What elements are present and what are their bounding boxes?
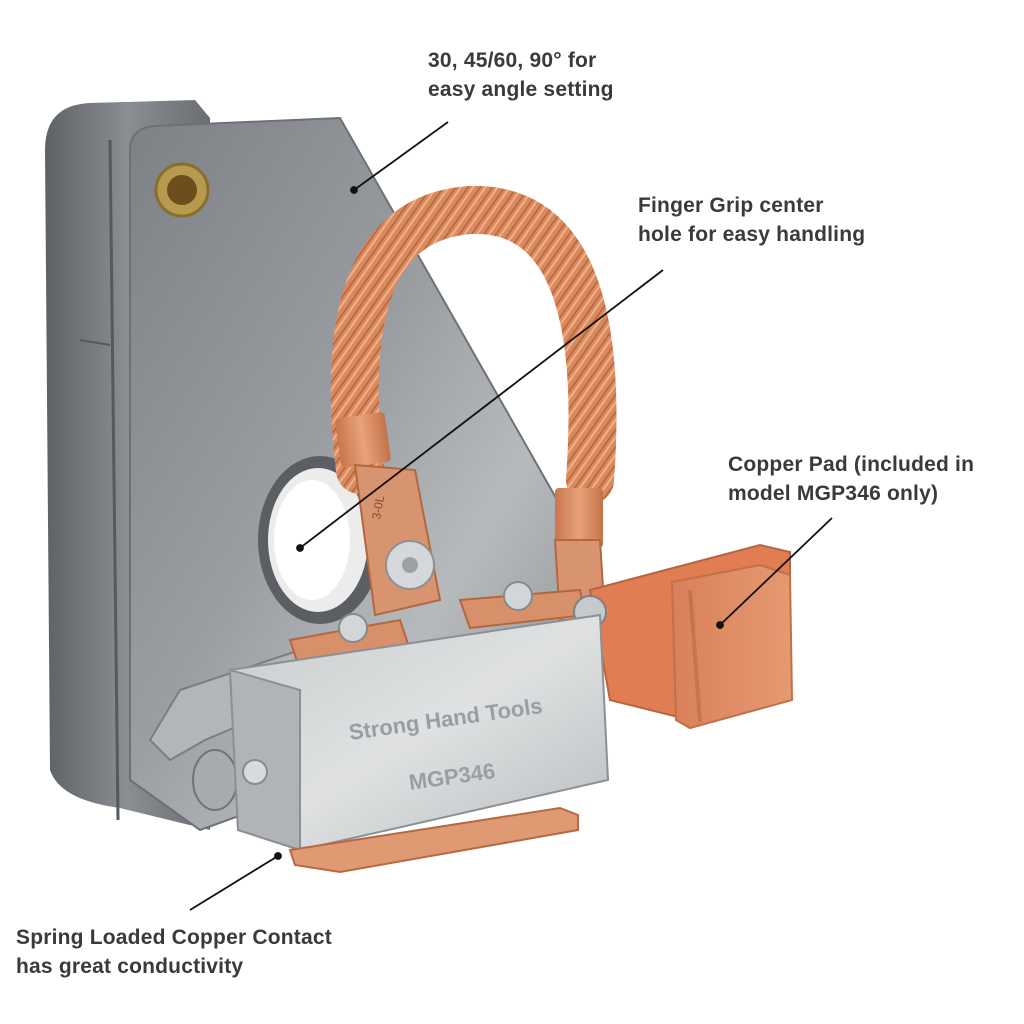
callout-line: easy angle setting [428,78,614,101]
callout-line: Copper Pad (included in [728,453,975,476]
leader-lines [189,121,833,911]
lug-marking-text: 3-0L [369,494,387,520]
callout-line: hole for easy handling [638,223,866,246]
callout-line: Spring Loaded Copper Contact [16,926,332,949]
copper-braid-strap [330,185,617,504]
spring-loaded-copper-contact [288,806,579,874]
callout-angle-setting: 30, 45/60, 90° for easy angle setting [428,46,614,104]
callout-line: model MGP346 only) [728,482,939,505]
callout-line: 30, 45/60, 90° for [428,49,597,72]
callout-spring-contact: Spring Loaded Copper Contact has great c… [16,923,332,981]
callout-line: has great conductivity [16,955,244,978]
callout-finger-grip: Finger Grip center hole for easy handlin… [638,191,865,249]
callout-line: Finger Grip center [638,194,824,217]
callout-copper-pad: Copper Pad (included in model MGP346 onl… [728,450,974,508]
